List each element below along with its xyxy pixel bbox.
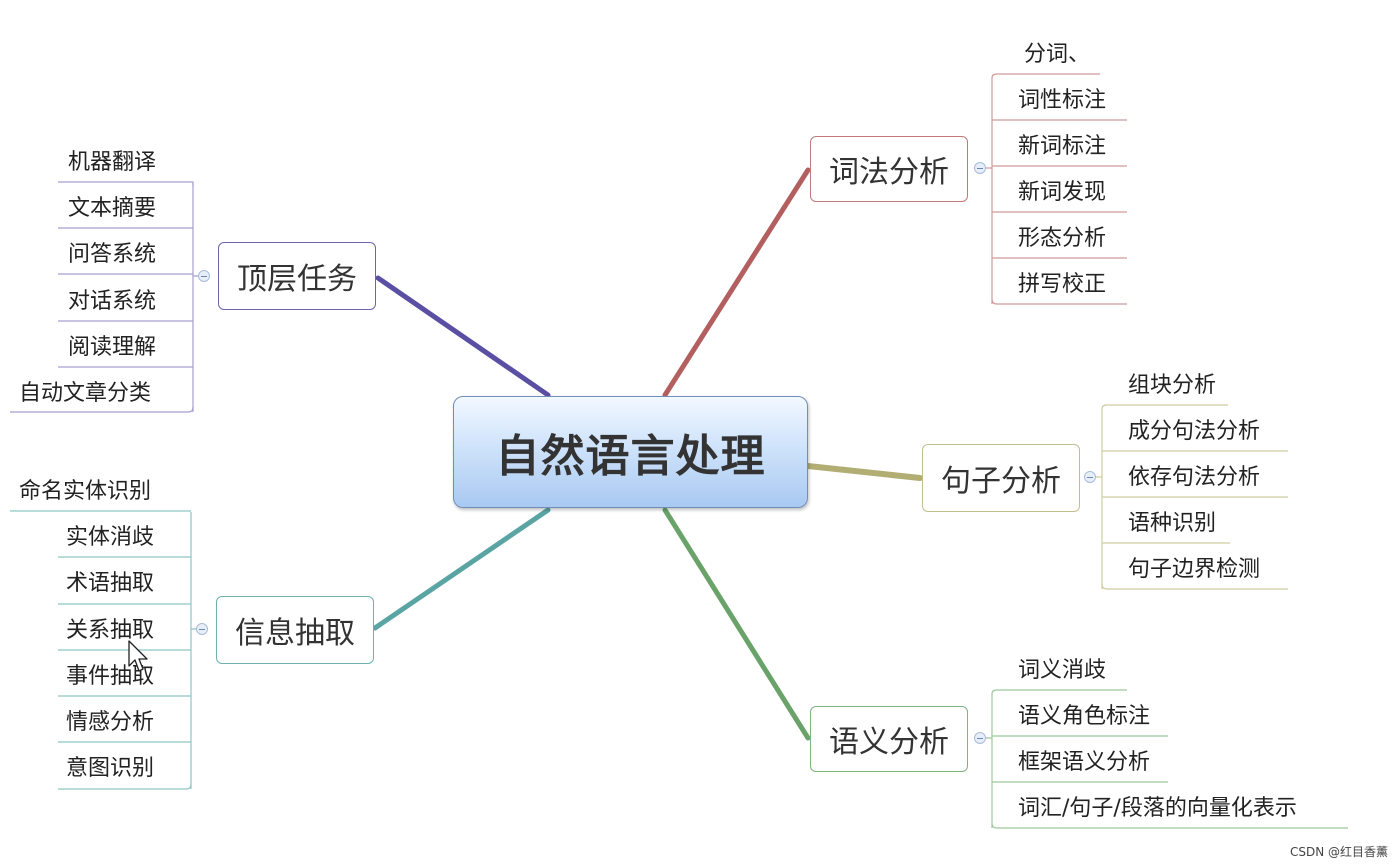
branch-top-tasks-label: 顶层任务: [237, 262, 357, 297]
leaf-top-tasks-2[interactable]: 文本摘要: [68, 196, 157, 221]
collapse-sentence-icon[interactable]: [1084, 471, 1096, 483]
mouse-cursor-icon: [128, 640, 148, 672]
leaf-lexical-5[interactable]: 形态分析: [1018, 226, 1107, 251]
collapse-info-extraction-icon[interactable]: [196, 623, 208, 635]
root-label: 自然语言处理: [495, 431, 766, 482]
leaf-lexical-1[interactable]: 分词、: [1024, 42, 1091, 67]
leaf-lines-sentence: [1090, 404, 1288, 590]
leaf-lexical-2[interactable]: 词性标注: [1018, 88, 1107, 113]
branch-top-tasks[interactable]: 顶层任务: [218, 242, 376, 310]
leaf-top-tasks-5[interactable]: 阅读理解: [68, 335, 157, 360]
connector-info-extraction: [372, 507, 551, 631]
leaf-semantic-2[interactable]: 语义角色标注: [1018, 704, 1151, 729]
leaf-top-tasks-3[interactable]: 问答系统: [68, 242, 157, 267]
leaf-info-extraction-7[interactable]: 意图识别: [66, 756, 155, 781]
watermark: CSDN @红目香薰: [1289, 845, 1388, 859]
branch-semantic[interactable]: 语义分析: [810, 706, 968, 772]
branch-info-extraction-label: 信息抽取: [235, 616, 355, 651]
leaf-sentence-2[interactable]: 成分句法分析: [1128, 419, 1261, 444]
leaf-sentence-4[interactable]: 语种识别: [1128, 511, 1217, 536]
leaf-semantic-1[interactable]: 词义消歧: [1018, 658, 1107, 683]
collapse-top-tasks-icon[interactable]: [198, 270, 210, 282]
leaf-lexical-3[interactable]: 新词标注: [1018, 134, 1107, 159]
root-node[interactable]: 自然语言处理: [453, 396, 808, 508]
leaf-sentence-5[interactable]: 句子边界检测: [1128, 557, 1261, 582]
leaf-semantic-4[interactable]: 词汇/句子/段落的向量化表示: [1018, 796, 1297, 821]
leaf-top-tasks-4[interactable]: 对话系统: [68, 289, 157, 314]
leaf-info-extraction-2[interactable]: 实体消歧: [66, 525, 155, 550]
branch-info-extraction[interactable]: 信息抽取: [216, 596, 374, 664]
leaf-lexical-6[interactable]: 拼写校正: [1018, 272, 1107, 297]
branch-lexical-label: 词法分析: [829, 155, 949, 190]
leaf-lexical-4[interactable]: 新词发现: [1018, 180, 1107, 205]
connector-lexical: [662, 167, 811, 398]
leaf-sentence-3[interactable]: 依存句法分析: [1128, 465, 1261, 490]
connector-sentence: [805, 463, 923, 481]
leaf-lines-info-extraction: [10, 510, 200, 790]
connector-semantic: [662, 507, 811, 741]
collapse-lexical-icon[interactable]: [974, 162, 986, 174]
leaf-info-extraction-3[interactable]: 术语抽取: [66, 571, 155, 596]
leaf-top-tasks-6[interactable]: 自动文章分类: [19, 381, 152, 406]
leaf-info-extraction-4[interactable]: 关系抽取: [66, 618, 155, 643]
branch-sentence[interactable]: 句子分析: [922, 444, 1080, 512]
branch-lexical[interactable]: 词法分析: [810, 136, 968, 202]
leaf-lines-lexical: [980, 73, 1127, 305]
leaf-top-tasks-1[interactable]: 机器翻译: [68, 150, 157, 175]
leaf-info-extraction-6[interactable]: 情感分析: [66, 710, 155, 735]
collapse-semantic-icon[interactable]: [974, 732, 986, 744]
connector-top-tasks: [375, 275, 551, 398]
branch-sentence-label: 句子分析: [941, 464, 1061, 499]
leaf-sentence-1[interactable]: 组块分析: [1128, 373, 1217, 398]
leaf-info-extraction-1[interactable]: 命名实体识别: [19, 479, 152, 504]
leaf-semantic-3[interactable]: 框架语义分析: [1018, 750, 1151, 775]
branch-semantic-label: 语义分析: [829, 725, 949, 760]
